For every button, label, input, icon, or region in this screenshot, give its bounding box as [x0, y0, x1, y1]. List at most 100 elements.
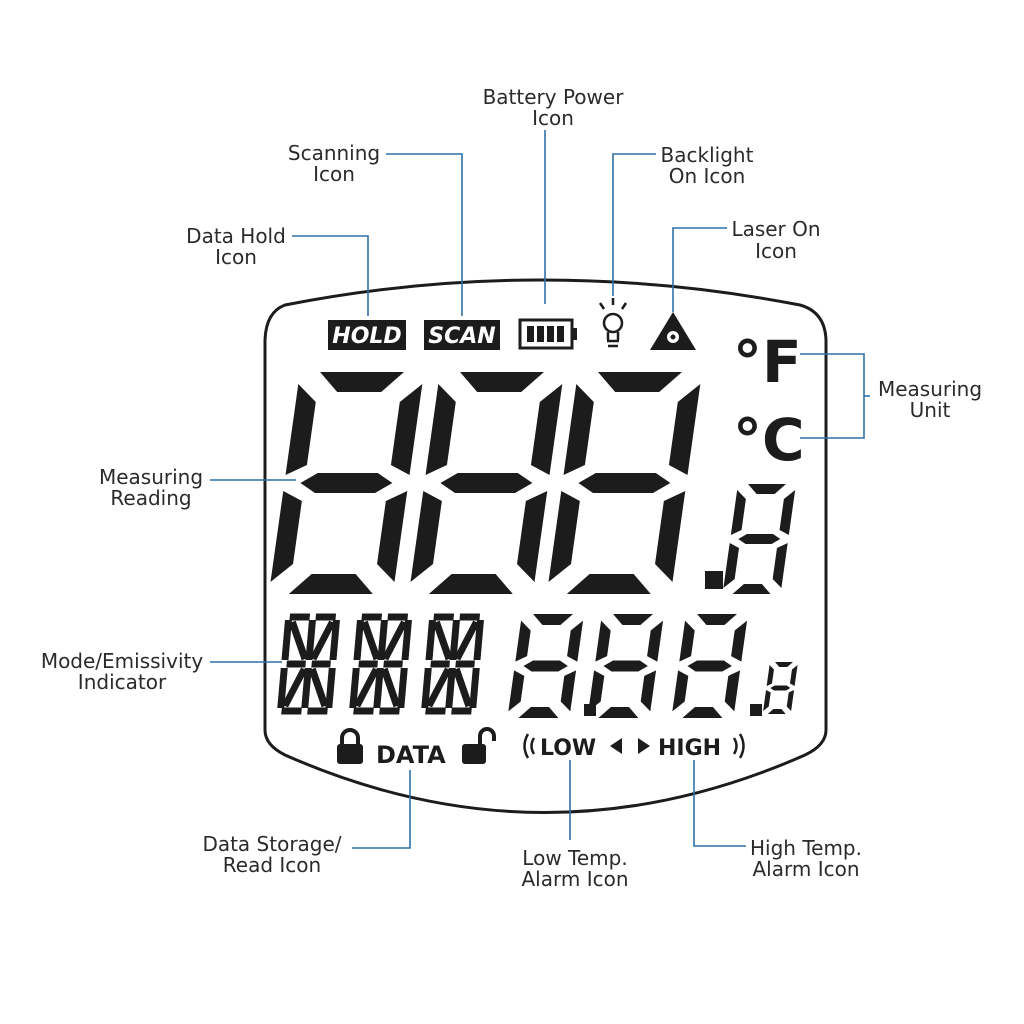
unlock-icon: [462, 727, 496, 764]
alarm-wave-icon: [523, 733, 745, 759]
alpha-segment: [469, 668, 480, 708]
label-data-hold-2: Icon: [215, 245, 257, 269]
mode-emissivity-indicator: [277, 613, 484, 715]
digit-segment: [390, 384, 423, 475]
digit-segment: [731, 620, 748, 662]
small-decimal-point-2: [750, 704, 762, 716]
digit-segment: [300, 473, 393, 493]
digit-segment: [687, 660, 732, 672]
label-mode-1: Mode/Emissivity: [41, 649, 204, 673]
label-data-hold-1: Data Hold: [186, 224, 286, 248]
digit-segment: [425, 384, 456, 475]
digit-segment: [598, 372, 682, 392]
secondary-reading-digits: [508, 614, 798, 718]
digit-segment: [789, 665, 798, 686]
digit-segment: [428, 574, 513, 594]
alpha-segment: [452, 667, 473, 708]
alpha-segment: [432, 620, 453, 661]
high-label: HIGH: [658, 736, 721, 761]
digit-segment: [672, 670, 689, 712]
digit-segment: [320, 372, 404, 392]
alpha-segment: [425, 620, 436, 660]
leader-high-alarm: [693, 760, 746, 847]
digit-segment: [723, 543, 740, 588]
alpha-segment: [360, 620, 381, 661]
laser-icon: [650, 312, 696, 350]
label-high-1: High Temp.: [750, 836, 862, 860]
arrow-left-icon: [610, 738, 622, 754]
label-laser-2: Icon: [755, 239, 797, 263]
alpha-segment: [349, 668, 360, 708]
label-backlight-1: Backlight: [661, 143, 754, 167]
label-low-1: Low Temp.: [522, 846, 627, 870]
label-mode-2: Indicator: [78, 670, 167, 694]
digit-segment: [548, 491, 580, 582]
leader-backlight: [612, 153, 656, 296]
label-storage-1: Data Storage/: [202, 832, 341, 856]
alpha-segment: [277, 668, 288, 708]
digit-segment: [738, 534, 781, 544]
label-storage-2: Read Icon: [223, 853, 321, 877]
alpha-segment: [421, 668, 432, 708]
big-digit-2: [410, 372, 563, 594]
alpha-segment: [353, 667, 380, 708]
digit-segment: [775, 662, 793, 667]
alpha-segment: [445, 668, 456, 708]
digit-segment: [530, 384, 563, 475]
small-digit-2: [588, 614, 664, 718]
digit-segment: [767, 709, 786, 714]
label-low-2: Alarm Icon: [521, 867, 628, 891]
digit-segment: [786, 690, 795, 711]
alpha-segment: [381, 620, 408, 661]
digit-segment: [508, 670, 525, 712]
label-reading-2: Reading: [110, 486, 191, 510]
small-digit-3: [672, 614, 748, 718]
small-decimal-point-1: [584, 704, 596, 716]
lock-icon: [337, 728, 363, 764]
label-reading-1: Measuring: [99, 465, 203, 489]
data-label: DATA: [376, 741, 446, 769]
alpha-segment: [377, 620, 388, 660]
lcd-outline: [263, 278, 828, 814]
alpha-segment: [353, 620, 364, 660]
unit-celsius: °C: [733, 406, 805, 474]
hold-icon: HOLD: [328, 320, 406, 350]
label-unit-2: Unit: [910, 398, 951, 422]
leader-unit: [800, 353, 865, 439]
digit-segment: [668, 384, 701, 475]
alpha-segment: [473, 620, 484, 660]
bulb-icon: [598, 298, 628, 348]
alpha-segment: [373, 668, 384, 708]
alpha-segment: [449, 620, 460, 660]
hold-label: HOLD: [332, 324, 401, 349]
digit-segment: [288, 574, 373, 594]
label-high-2: Alarm Icon: [752, 857, 859, 881]
big-digit-1: [270, 372, 423, 594]
alpha-segment: [309, 620, 336, 661]
digit-segment: [772, 543, 788, 588]
leader-scanning: [386, 153, 463, 316]
digit-segment: [732, 584, 771, 594]
alpha-segment: [281, 667, 308, 708]
big-digit-3: [548, 372, 701, 594]
digit-segment: [515, 620, 531, 662]
digit-segment: [517, 491, 548, 582]
alpha-segment: [301, 668, 312, 708]
alpha-segment: [305, 620, 316, 660]
unit-fahrenheit: °F: [733, 328, 802, 396]
alpha-segment: [288, 620, 309, 661]
label-battery-1: Battery Power: [483, 85, 625, 109]
digit-segment: [523, 660, 568, 672]
label-scanning-2: Icon: [313, 162, 355, 186]
digit-segment: [533, 614, 573, 625]
digit-segment: [460, 372, 544, 392]
alpha-cell-1: [277, 613, 340, 715]
digit-segment: [595, 620, 611, 662]
digit-segment: [679, 620, 695, 662]
digit-segment: [724, 670, 741, 712]
alpha-segment: [397, 668, 408, 708]
alpha-segment: [281, 620, 292, 660]
digit-segment: [763, 690, 771, 711]
alpha-segment: [453, 620, 480, 661]
